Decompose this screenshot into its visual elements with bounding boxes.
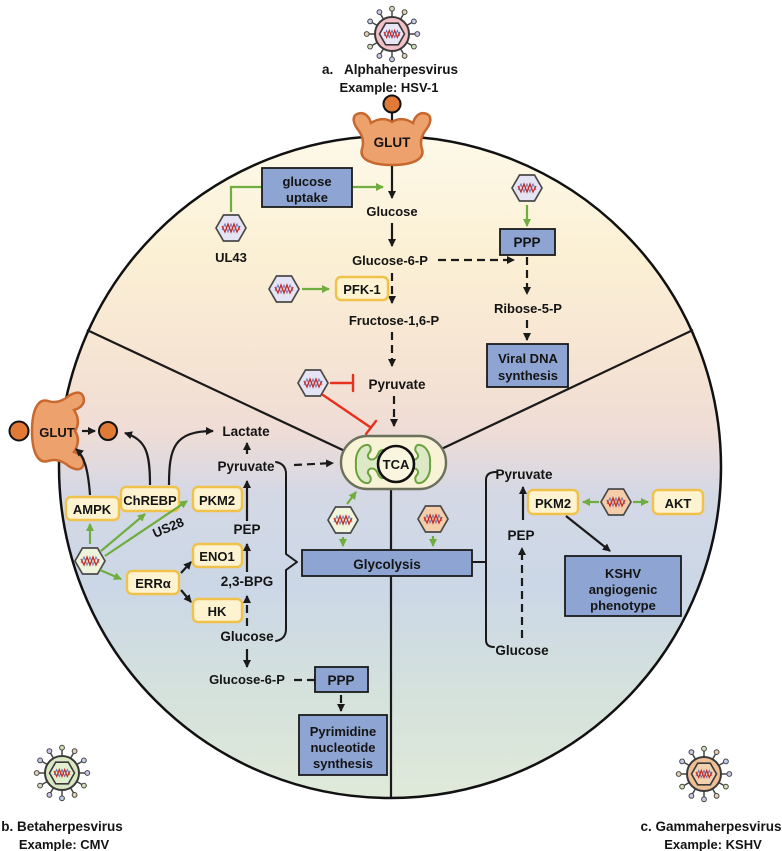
alpha-pyruvate-label: Pyruvate — [368, 377, 426, 392]
alpha-f16p-label: Fructose-1,6-P — [349, 313, 440, 328]
akt-label: AKT — [665, 496, 692, 511]
ppp-top-label: PPP — [513, 235, 540, 250]
virus-icon-betaherpesvirus — [33, 744, 91, 802]
glucose-uptake-line2: uptake — [286, 190, 328, 205]
glucose-molecule-inner — [98, 421, 118, 441]
kshv-angiogenic-box — [564, 555, 682, 617]
arrow-chrebp-to-lactate — [167, 427, 214, 486]
ppp-box-beta — [314, 666, 369, 693]
viral-protein-hexagon-glycolysis-left — [327, 506, 359, 534]
sector-divider-left — [86, 329, 348, 453]
glucose-molecule-outer — [8, 420, 30, 442]
dashed-beta-pyruvate-to-tca — [293, 459, 334, 468]
beta-pep-label: PEP — [233, 522, 260, 537]
pyrimidine-line1: Pyrimidine — [310, 724, 376, 739]
pfk1-label: PFK-1 — [343, 282, 381, 297]
glycolysis-box — [301, 549, 473, 577]
beta-g6p-label: Glucose-6-P — [209, 672, 285, 687]
sector-divider-right — [434, 329, 694, 453]
beta-glucose-label: Glucose — [220, 629, 274, 644]
ul43-label: UL43 — [215, 250, 247, 265]
pkm2-right-box — [526, 488, 580, 516]
green-arrow-cmv-to-pkm2-us28 — [104, 500, 188, 557]
akt-box — [651, 488, 705, 516]
beta-pyruvate-label: Pyruvate — [217, 459, 275, 474]
ampk-label: AMPK — [73, 502, 112, 517]
green-arrow-cmv-to-chrebp — [100, 513, 146, 552]
hk-label: HK — [208, 604, 227, 619]
alpha-g6p-label: Glucose-6-P — [352, 253, 428, 268]
chrebp-label: ChREBP — [123, 493, 177, 508]
arrow-erra-to-hk — [180, 589, 192, 603]
glucose-molecule-top — [382, 94, 402, 114]
green-arrow-cmv-to-erra — [99, 568, 122, 581]
alpha-glucose-label: Glucose — [366, 204, 417, 219]
arrow-chrebp-to-glucose-dot — [124, 431, 152, 486]
viral-protein-hexagon-glycolysis-right — [417, 505, 449, 533]
beta-lactate-label: Lactate — [222, 424, 270, 439]
pyrimidine-line2: nucleotide — [310, 740, 375, 755]
glut-left-label: GLUT — [39, 425, 74, 440]
chrebp-box — [119, 485, 181, 513]
arrow-pkm2-to-kshv-phenotype — [565, 515, 611, 552]
ppp-beta-label: PPP — [327, 673, 354, 688]
gamma-panel-label: c. Gammaherpesvirus — [640, 819, 781, 834]
beta-bpg-label: 2,3-BPG — [221, 574, 274, 589]
viral-protein-hexagon-ul43 — [215, 214, 247, 242]
kshv-line3: phenotype — [590, 598, 656, 613]
red-inhibit-tca — [321, 393, 372, 429]
viral-dna-synthesis-box — [486, 343, 569, 388]
beta-glycolysis-brace — [275, 461, 298, 642]
gamma-panel-example: Example: KSHV — [664, 837, 762, 851]
eno1-box — [191, 542, 244, 569]
erra-label: ERRα — [135, 576, 170, 591]
ampk-box — [64, 495, 121, 522]
beta-panel-example: Example: CMV — [19, 837, 110, 851]
tca-cycle-circle — [376, 444, 416, 484]
glucose-uptake-line1: glucose — [282, 174, 331, 189]
green-line-ul43-to-uptake — [229, 185, 261, 212]
gamma-glucose-label: Glucose — [495, 643, 549, 658]
alpha-panel-label: a. Alphaherpesvirus — [322, 62, 458, 77]
red-inhibit-tca-bar — [364, 419, 378, 436]
viral-protein-hexagon-ppp-top — [511, 174, 543, 202]
pkm2-right-label: PKM2 — [535, 496, 571, 511]
virus-icon-alphaherpesvirus — [363, 5, 421, 63]
pkm2-left-box — [191, 485, 244, 513]
green-arrow-hex-to-tca — [346, 491, 357, 505]
gamma-pyruvate-label: Pyruvate — [495, 467, 553, 482]
kshv-line1: KSHV — [605, 566, 641, 581]
arrow-erra-to-eno1 — [180, 561, 192, 574]
tca-label: TCA — [383, 457, 410, 472]
viral-protein-hexagon-pfk1 — [268, 275, 300, 303]
viral-protein-hexagon-inhibitor — [297, 369, 329, 397]
eno1-label: ENO1 — [199, 549, 234, 564]
glucose-uptake-box — [261, 167, 353, 208]
beta-panel-label: b. Betaherpesvirus — [1, 819, 123, 834]
gamma-pep-label: PEP — [507, 528, 534, 543]
virus-icon-gammaherpesvirus — [675, 745, 733, 803]
viral-protein-hexagon-kshv — [600, 488, 632, 516]
glut-top-label: GLUT — [374, 135, 411, 150]
kshv-line2: angiogenic — [589, 582, 658, 597]
hk-box — [191, 597, 244, 624]
viral-dna-line1: Viral DNA — [498, 351, 558, 366]
viral-dna-line2: synthesis — [498, 368, 558, 383]
pyrimidine-synthesis-box — [298, 714, 388, 776]
erra-box — [125, 569, 181, 596]
pfk1-box — [334, 275, 390, 302]
pkm2-left-label: PKM2 — [199, 493, 235, 508]
ppp-box-top — [499, 228, 556, 256]
arrow-ampk-to-glut — [75, 448, 92, 496]
alpha-panel-example: Example: HSV-1 — [340, 80, 439, 95]
pyrimidine-line3: synthesis — [313, 756, 373, 771]
glycolysis-label: Glycolysis — [353, 557, 421, 572]
r5p-label: Ribose-5-P — [494, 301, 562, 316]
gamma-glycolysis-bracket — [485, 471, 497, 648]
